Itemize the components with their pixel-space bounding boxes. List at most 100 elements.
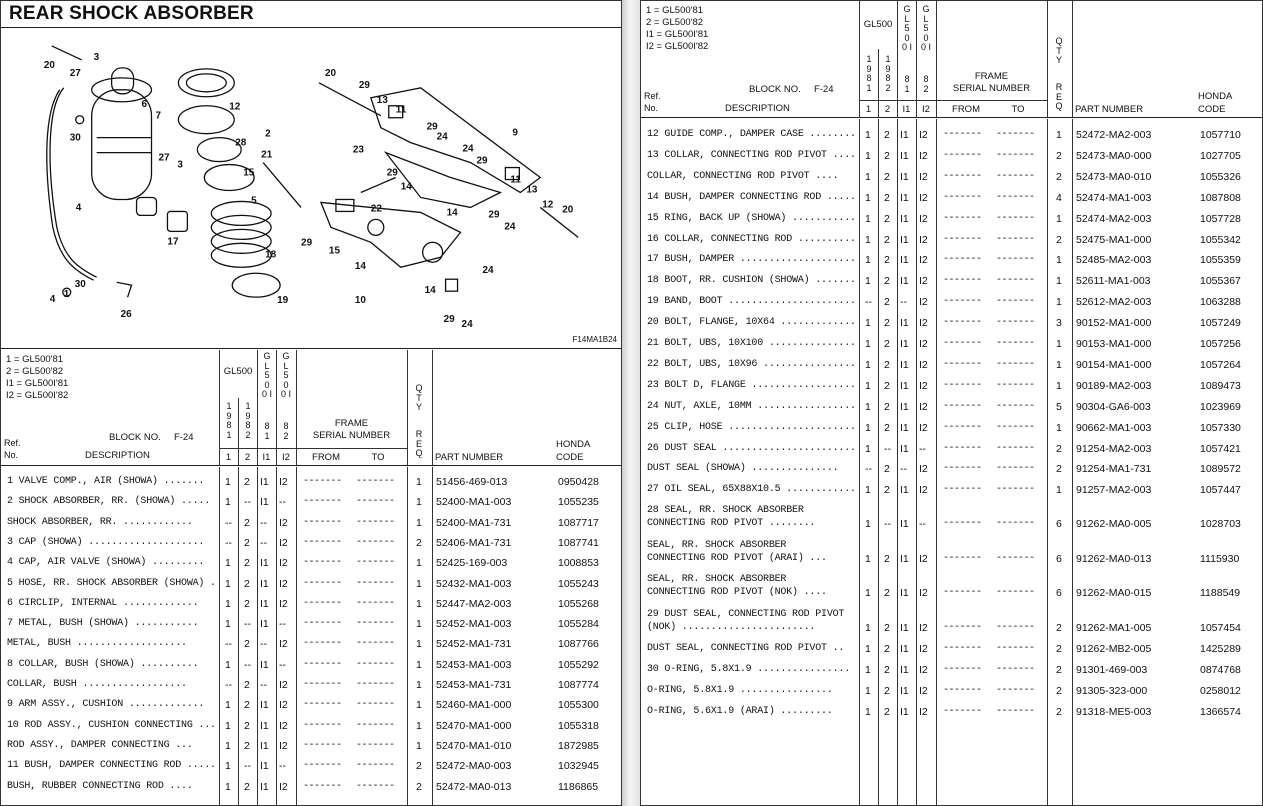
model-col-1: -- [225,516,232,529]
part-number: 51456-469-013 [436,476,508,488]
part-number: 52452-MA1-003 [436,618,512,631]
honda-code: 1087774 [558,679,599,691]
svg-text:2: 2 [265,129,271,140]
table-row: 3 CAP (SHOWA) ....................--2--I… [1,537,621,557]
model-col-3: I1 [260,780,269,793]
model-col-2: 2 [244,699,250,712]
part-description: O-RING, 5.8X1.9 ................ [647,685,833,696]
model-col-2: -- [244,760,251,773]
frame-to: ------- [996,338,1035,349]
frame-from: ------- [303,557,342,569]
table-row: 11 BUSH, DAMPER CONNECTING ROD .....1--I… [1,760,621,780]
model-col-1: 1 [865,442,871,455]
model-col-1: 1 [865,358,871,371]
model-col-1: 1 [865,400,871,413]
model-col-3: I1 [260,719,269,732]
qty-req: 2 [416,760,422,773]
model-col-3: I1 [260,476,269,488]
part-number: 52485-MA2-003 [1076,254,1152,267]
model-col-1: 1 [865,170,871,183]
qty-req: 1 [416,496,422,509]
part-number: 52452-MA1-731 [436,638,512,651]
req-header: R E Q [415,429,423,458]
model-col-3: I1 [900,587,909,600]
qty-req: 2 [1056,149,1062,162]
model-col-2: 2 [884,129,890,141]
svg-text:15: 15 [243,168,255,179]
frame-to: ------- [996,254,1035,266]
qty-req: 1 [416,719,422,732]
ref-label: Ref. [4,438,21,448]
honda-code: 1055268 [558,597,599,610]
frame-from: ------- [943,170,982,182]
svg-text:14: 14 [425,285,437,296]
qty-req: 1 [416,557,422,570]
model-col-1: 1 [225,476,231,488]
left-page: REAR SHOCK ABSORBER [0,0,622,806]
honda-code: 1063288 [1200,296,1241,309]
part-description: 20 BOLT, FLANGE, 10X64 ............. [647,317,856,329]
model-col-3: I1 [900,664,909,677]
from-header: FROM [312,452,340,463]
part-description: 11 BUSH, DAMPER CONNECTING ROD ..... [7,760,216,772]
part-number: 90662-MA1-003 [1076,421,1152,434]
part-number: 52474-MA1-003 [1076,191,1152,204]
model-col-2: 2 [884,643,890,656]
part-number: 91301-469-003 [1076,664,1148,677]
table-row: 7 METAL, BUSH (SHOWA) ...........1--I1--… [1,618,621,638]
model-col-1: 1 [865,254,871,267]
qty-req: 1 [416,516,422,529]
part-description: 13 COLLAR, CONNECTING ROD PIVOT .... [647,149,856,161]
part-description: 12 GUIDE COMP., DAMPER CASE ........ [647,129,856,140]
model-col-3: I1 [900,212,909,225]
part-number: 52406-MA1-731 [436,536,512,549]
model-col-2: 2 [244,536,250,549]
frame-from: ------- [943,296,982,308]
bolt-22 [360,176,396,194]
frame-from: ------- [303,658,342,670]
model-col-1: 1 [225,780,231,793]
frame-from: ------- [943,552,982,564]
part-number: 52400-MA1-003 [436,496,512,509]
ring-15 [196,137,242,163]
model-col-4: -- [919,518,926,531]
model-col-2: 2 [884,421,890,434]
bolt-20 [318,82,382,117]
model-col-1: -- [865,296,872,309]
part-number: 52474-MA2-003 [1076,212,1152,225]
frame-from: ------- [303,699,342,711]
qty-req: 6 [1056,518,1062,531]
table-row: DUST SEAL (SHOWA) ...............--2--I2… [641,463,1262,484]
frame-to: ------- [996,463,1035,475]
model-col-1: 1 [225,557,231,570]
part-number: 52447-MA2-003 [436,597,512,610]
model-col-3: -- [900,296,907,309]
part-number: 52472-MA0-013 [436,780,512,793]
model-col-4: I2 [919,421,928,434]
frame-from: ------- [303,780,342,792]
part-description: 8 COLLAR, BUSH (SHOWA) .......... [7,658,199,670]
right-page: 1 = GL500'81 2 = GL500'82 I1 = GL500I'81… [640,0,1263,806]
model-col-1: 1 [865,191,871,204]
svg-text:29: 29 [427,122,439,133]
honda-code: 0950428 [558,476,599,488]
qty-req: 1 [1056,254,1062,267]
part-number: 90152-MA1-000 [1076,317,1152,330]
boot-18 [210,200,272,227]
part-description: 17 BUSH, DAMPER .................... [647,254,856,266]
part-description: SHOCK ABSORBER, RR. ............ [7,516,193,528]
frame-to: ------- [996,129,1035,140]
svg-text:24: 24 [437,132,449,143]
model-col-1: -- [225,638,232,651]
svg-text:29: 29 [488,209,500,220]
honda-code: 1055292 [558,658,599,671]
frame-from: ------- [303,618,342,630]
frame-to: ------- [356,597,395,609]
part-number: 91254-MA2-003 [1076,442,1152,455]
